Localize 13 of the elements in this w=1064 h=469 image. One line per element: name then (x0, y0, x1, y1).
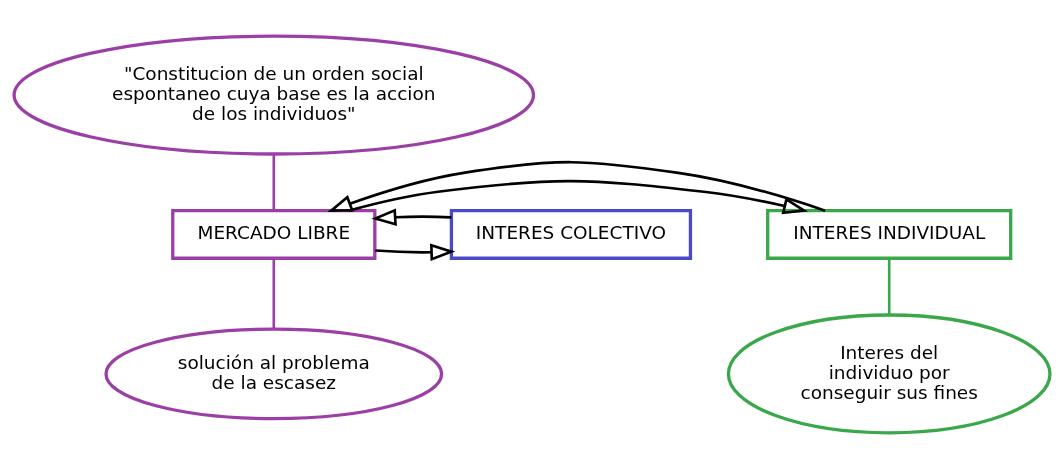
node-box: INTERES INDIVIDUAL (766, 209, 1013, 260)
arrow (375, 243, 456, 262)
node-box: MERCADO LIBRE (171, 209, 377, 260)
node-ellipse: solución al problema de la escasez (104, 327, 444, 421)
node-box: INTERES COLECTIVO (449, 209, 693, 260)
arrow (348, 179, 808, 215)
connector (272, 258, 276, 329)
arrow (327, 160, 826, 213)
connector (272, 154, 276, 211)
arrow (371, 208, 452, 226)
node-ellipse: Interes del individuo por conseguir sus fines (726, 313, 1052, 435)
connector (887, 258, 891, 315)
node-ellipse: "Constitucion de un orden social espontaneo cuya base es la accion de los individuos" (12, 34, 536, 156)
